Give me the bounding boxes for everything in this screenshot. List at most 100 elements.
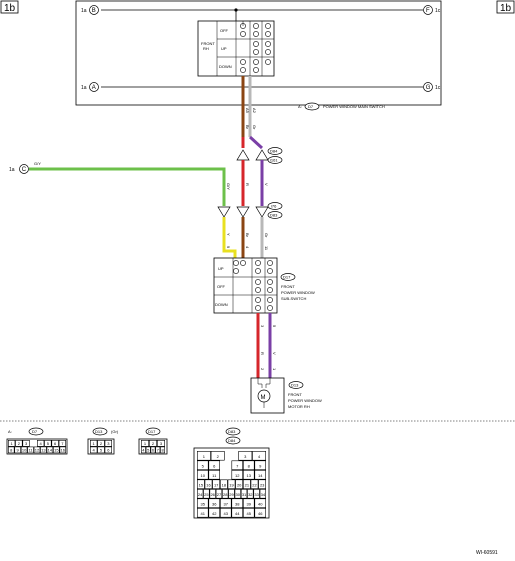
legend-pin-number: 17 xyxy=(214,482,219,487)
legend-pin-cell xyxy=(53,446,60,454)
motor-title-3: MOTOR RH xyxy=(288,404,310,409)
main-switch-connector-oval xyxy=(304,102,320,111)
legend-pin-number: 20 xyxy=(237,482,242,487)
page-label-right: 1b xyxy=(500,3,512,14)
motor-pin-1: 1 xyxy=(272,368,277,371)
main-pos-off: OFF xyxy=(220,28,229,33)
legend-pin-number: 5 xyxy=(202,463,205,468)
legend-d13-connector: D13 xyxy=(95,429,103,434)
legend-pin-number: 7 xyxy=(61,441,64,446)
legend-pin-number: 15 xyxy=(54,447,59,452)
legend-pin-number: 14 xyxy=(48,447,53,452)
legend-pin-number: 4 xyxy=(93,447,96,452)
legend-pin-number: 1 xyxy=(203,454,206,459)
legend-pin-number: 6 xyxy=(152,447,155,452)
legend-pin-number: 2 xyxy=(100,441,103,446)
legend-pin-cell xyxy=(197,450,211,461)
legend-pin-number: 8 xyxy=(248,463,251,468)
legend-pin-number: 39 xyxy=(247,501,252,506)
main-switch-title: POWER WINDOW MAIN SWITCH xyxy=(323,104,385,109)
sub-pin-3: 3 xyxy=(260,325,265,328)
sub-switch-title-1: FRONT xyxy=(281,284,295,289)
legend-pin-cell xyxy=(235,479,243,489)
legend-pin-number: 29 xyxy=(229,492,234,497)
lower-wire-br: Br xyxy=(245,233,250,238)
sub-switch-connector-oval xyxy=(280,273,296,281)
legend-pin-number: 46 xyxy=(258,511,263,516)
legend-pin-cell xyxy=(145,446,151,454)
legend-pin-cell xyxy=(44,439,52,447)
legend-pin-cell xyxy=(258,479,266,489)
legend-pin-cell xyxy=(250,479,259,489)
main-switch-sub-label-2: RH xyxy=(203,46,209,51)
main-switch-ref: A: xyxy=(298,104,302,109)
legend-pin-cell xyxy=(15,439,23,447)
sub-switch-title-2: POWER WINDOW xyxy=(281,290,315,295)
terminal-c-circle xyxy=(19,164,29,174)
legend-pin-cell xyxy=(228,488,235,499)
legend-pin-number: 1 xyxy=(11,441,14,446)
legend-pin-number: 9 xyxy=(259,463,262,468)
legend-pin-number: 10 xyxy=(201,473,206,478)
legend-d83-connector: D83 xyxy=(228,429,236,434)
legend-pin-cell xyxy=(46,446,54,454)
terminal-g-letter: G xyxy=(426,85,431,91)
legend-d84-connector: D84 xyxy=(228,438,236,443)
sub-switch-connector: D17 xyxy=(283,275,291,280)
legend-pin-cell xyxy=(14,446,21,454)
legend-pin-cell xyxy=(150,446,156,454)
legend-pin-cell xyxy=(209,488,216,499)
connector-arrow-2c xyxy=(255,206,269,218)
legend-pin-number: 31 xyxy=(242,492,247,497)
legend-pin-cell xyxy=(149,439,158,447)
legend-pin-number: 13 xyxy=(41,447,46,452)
legend-pin-number: 28 xyxy=(223,492,228,497)
wire-gy xyxy=(29,167,226,206)
legend-pin-number: 30 xyxy=(236,492,241,497)
legend-pin-number: 18 xyxy=(222,482,227,487)
terminal-f-text: 1c xyxy=(435,8,441,14)
legend-d7-connector: D7 xyxy=(32,429,38,434)
legend-pin-cell xyxy=(234,488,241,499)
legend-pin-number: 8 xyxy=(161,447,164,452)
legend-pin-cell xyxy=(197,460,209,470)
legend-pin-cell xyxy=(22,439,30,447)
legend-pin-cell xyxy=(243,507,255,518)
legend-pin-number: 21 xyxy=(245,482,250,487)
terminal-f-letter: F xyxy=(426,8,430,14)
motor-title-2: POWER WINDOW xyxy=(288,398,322,403)
legend-pin-number: 38 xyxy=(235,501,240,506)
legend-pin-number: 34 xyxy=(261,492,266,497)
legend-d83-oval xyxy=(225,427,241,436)
legend-pin-number: 2 xyxy=(152,441,155,446)
main-pos-up: UP xyxy=(221,46,227,51)
legend-pin-cell xyxy=(210,450,225,461)
legend-pin-number: 4 xyxy=(258,454,261,459)
sub-pos-down: DOWN xyxy=(215,302,228,307)
legend-pin-cell xyxy=(97,446,105,454)
main-wire-gr: Gr xyxy=(252,125,257,130)
legend-pin-cell xyxy=(90,439,98,447)
legend-pin-cell xyxy=(97,439,105,447)
terminal-c-text: 1a xyxy=(9,167,15,173)
legend-pin-cell xyxy=(197,479,205,489)
sub-pos-off: OFF xyxy=(217,284,226,289)
legend-pin-cell xyxy=(220,507,232,518)
legend-d7-prefix: A: xyxy=(8,429,12,434)
terminal-g-circle xyxy=(423,82,433,92)
legend-pin-number: 7 xyxy=(236,463,239,468)
legend-pin-cell xyxy=(231,469,244,480)
legend-pin-cell xyxy=(215,488,223,499)
motor-pin-2: 2 xyxy=(260,368,265,371)
legend-pin-number: 10 xyxy=(22,447,27,452)
legend-d7-oval xyxy=(28,427,44,436)
legend-pin-number: 44 xyxy=(235,511,240,516)
legend-pin-cell xyxy=(252,450,266,461)
legend-pin-number: 24 xyxy=(198,492,203,497)
legend-d13-oval xyxy=(92,427,108,436)
terminal-f-circle xyxy=(423,5,433,15)
legend-pin-number: 5 xyxy=(47,441,50,446)
legend-pin-cell xyxy=(220,498,232,508)
